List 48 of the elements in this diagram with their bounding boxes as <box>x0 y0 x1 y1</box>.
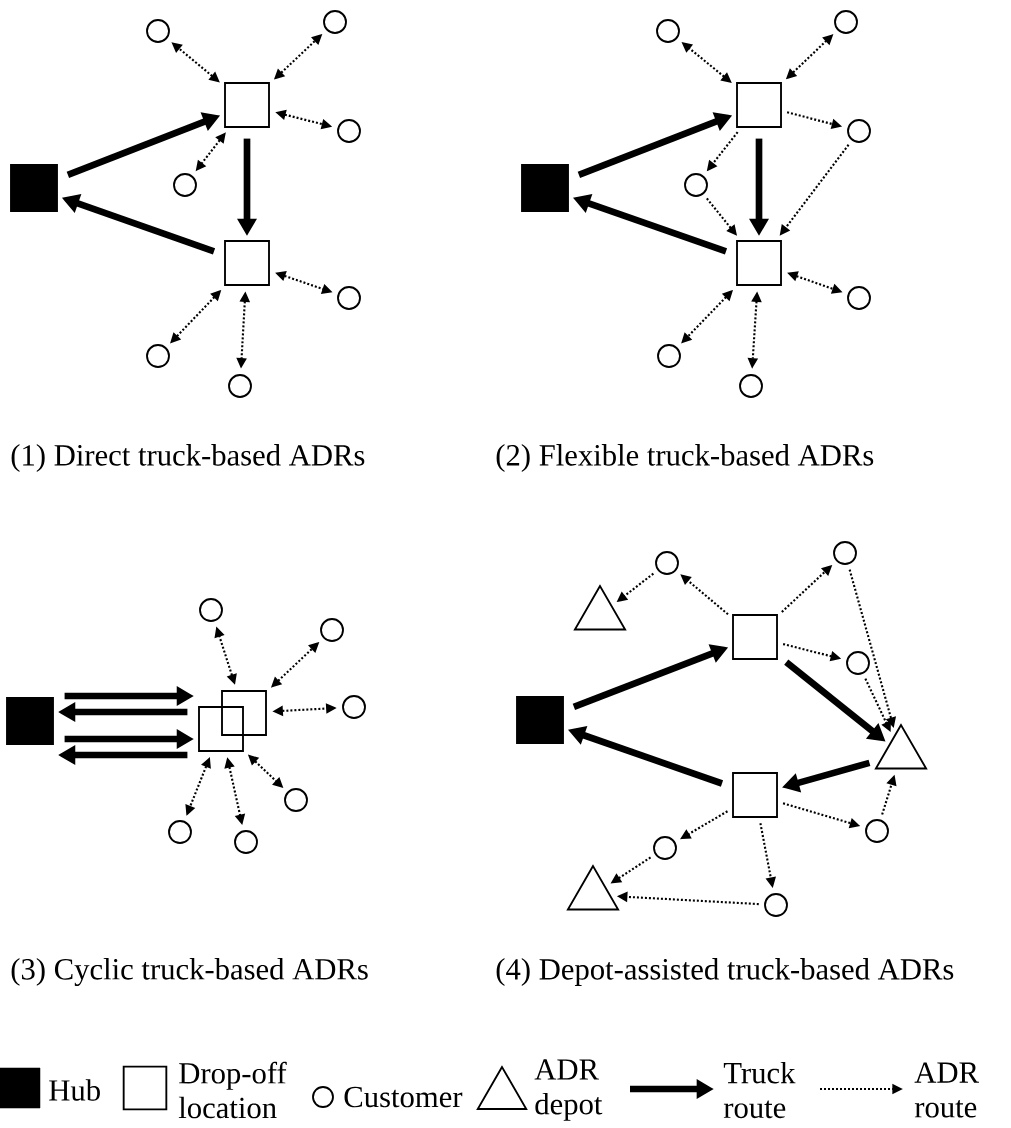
customer-circle <box>846 651 870 675</box>
customer-circle <box>684 173 708 197</box>
panel-caption: (2) Flexible truck-based ADRs <box>496 444 874 472</box>
legend-label: Customer <box>344 1086 463 1108</box>
legend-label: Hub <box>49 1079 100 1101</box>
customer-circle <box>173 173 197 197</box>
customer-circle <box>655 551 679 575</box>
customer-circle <box>653 836 677 860</box>
legend-label: Drop-off location <box>178 1061 287 1119</box>
hub-square <box>516 696 564 744</box>
drop-off-square <box>221 690 267 736</box>
legend-label: ADR depot <box>534 1059 603 1121</box>
drop-off-square <box>732 772 778 818</box>
panel-caption: (4) Depot-assisted truck-based ADRs <box>496 958 954 986</box>
customer-circle <box>234 830 258 854</box>
drop-off-square <box>224 82 270 128</box>
customer-circle <box>320 618 344 642</box>
hub-square <box>6 697 54 745</box>
customer-circle <box>865 819 889 843</box>
customer-circle <box>657 344 681 368</box>
customer-circle <box>847 119 871 143</box>
drop-off-square <box>224 240 270 286</box>
legend-label: Truck route <box>723 1061 796 1119</box>
panel-caption: (3) Cyclic truck-based ADRs <box>11 958 368 986</box>
customer-circle <box>337 286 361 310</box>
hub-square <box>10 164 58 212</box>
customer-circle <box>168 820 192 844</box>
customer-circle <box>834 10 858 34</box>
customer-circle <box>228 374 252 398</box>
customer-circle <box>342 695 366 719</box>
customer-circle <box>739 374 763 398</box>
drop-off-square <box>732 614 778 660</box>
customer-circle <box>337 119 361 143</box>
customer-circle <box>323 10 347 34</box>
customer-circle <box>764 893 788 917</box>
customer-circle <box>847 286 871 310</box>
customer-circle <box>199 598 223 622</box>
drop-off-square <box>736 240 782 286</box>
drop-off-square <box>736 82 782 128</box>
panel-caption: (1) Direct truck-based ADRs <box>11 444 365 472</box>
customer-circle <box>833 541 857 565</box>
customer-circle <box>146 19 170 43</box>
customer-circle <box>656 19 680 43</box>
customer-circle <box>146 344 170 368</box>
legend-label: ADR route <box>914 1062 979 1118</box>
drop-off-square <box>198 706 244 752</box>
hub-square <box>521 164 569 212</box>
customer-circle <box>284 788 308 812</box>
